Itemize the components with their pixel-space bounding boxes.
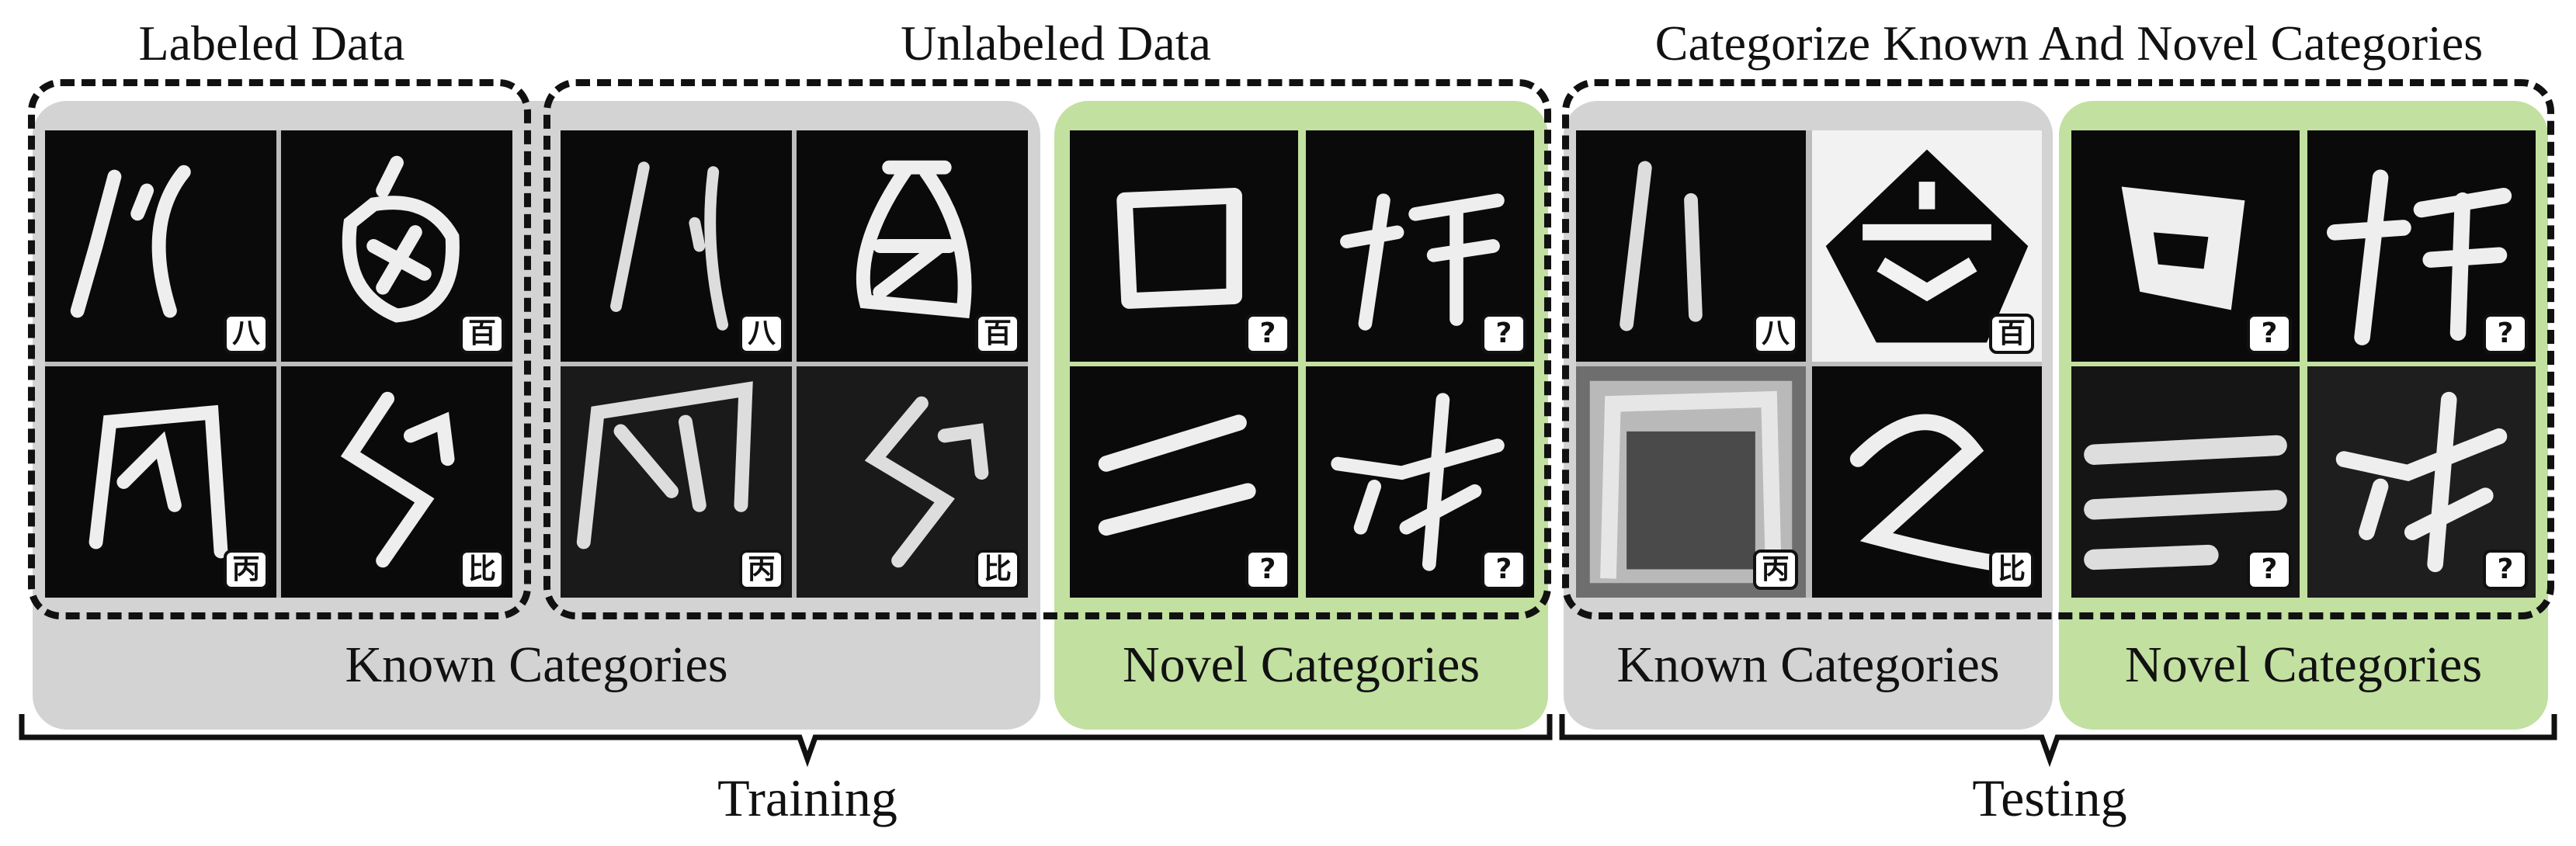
glyph-tile: ?: [1070, 366, 1298, 598]
categorize-outline: [1562, 79, 2554, 619]
glyph-tile: ?: [1306, 130, 1534, 362]
glyph-tile: 比: [797, 366, 1028, 598]
train-known-label: Known Categories: [345, 636, 728, 693]
tile-label: 八: [224, 314, 269, 354]
tile-label: ?: [2247, 314, 2292, 354]
tile-label: ?: [2483, 550, 2528, 590]
unlabeled-data-header: Unlabeled Data: [901, 16, 1211, 71]
test-known-grid: 八 百 丙 比: [1576, 130, 2042, 598]
unlabeled-data-outline: [543, 79, 1551, 619]
testing-brace: [1559, 714, 2557, 768]
glyph-tile: ?: [2307, 130, 2536, 362]
tile-label: ?: [1245, 550, 1290, 590]
glyph-tile: ?: [2071, 366, 2300, 598]
tile-label: 八: [1753, 314, 1798, 354]
test-novel-grid: ? ? ? ?: [2071, 130, 2536, 598]
tile-label: 八: [739, 314, 784, 354]
tile-label: ?: [2483, 314, 2528, 354]
training-brace: [19, 714, 1553, 768]
tile-label: 百: [1989, 314, 2034, 354]
glyph-tile: 丙: [561, 366, 792, 598]
glyph-tile: 丙: [1576, 366, 1806, 598]
tile-label: 比: [975, 550, 1020, 590]
tile-label: 比: [1989, 550, 2034, 590]
training-label: Training: [717, 768, 897, 827]
labeled-known-grid: 八 百 丙 比: [45, 130, 512, 598]
tile-label: ?: [1245, 314, 1290, 354]
glyph-tile: 八: [561, 130, 792, 362]
glyph-tile: ?: [2071, 130, 2300, 362]
glyph-tile: 八: [1576, 130, 1806, 362]
tile-label: 百: [460, 314, 505, 354]
glyph-tile: ?: [2307, 366, 2536, 598]
tile-label: 丙: [224, 550, 269, 590]
unlabeled-known-grid: 八 百 丙 比: [561, 130, 1028, 598]
glyph-tile: 比: [1812, 366, 2042, 598]
train-novel-label: Novel Categories: [1122, 636, 1481, 693]
tile-label: 百: [975, 314, 1020, 354]
labeled-data-outline: [28, 79, 531, 619]
glyph-tile: 百: [281, 130, 512, 362]
tile-label: 丙: [739, 550, 784, 590]
labeled-data-header: Labeled Data: [138, 16, 405, 71]
tile-label: ?: [1481, 314, 1526, 354]
tile-label: ?: [1481, 550, 1526, 590]
test-known-label: Known Categories: [1616, 636, 2000, 693]
unlabeled-novel-grid: ? ? ? ?: [1070, 130, 1534, 598]
glyph-tile: ?: [1070, 130, 1298, 362]
testing-label: Testing: [1972, 768, 2127, 827]
glyph-tile: 丙: [45, 366, 276, 598]
glyph-tile: ?: [1306, 366, 1534, 598]
glyph-tile: 百: [1812, 130, 2042, 362]
tile-label: 比: [460, 550, 505, 590]
glyph-tile: 比: [281, 366, 512, 598]
glyph-tile: 百: [797, 130, 1028, 362]
glyph-tile: 八: [45, 130, 276, 362]
tile-label: ?: [2247, 550, 2292, 590]
test-novel-label: Novel Categories: [2124, 636, 2483, 693]
tile-label: 丙: [1753, 550, 1798, 590]
categorize-header: Categorize Known And Novel Categories: [1654, 16, 2484, 71]
